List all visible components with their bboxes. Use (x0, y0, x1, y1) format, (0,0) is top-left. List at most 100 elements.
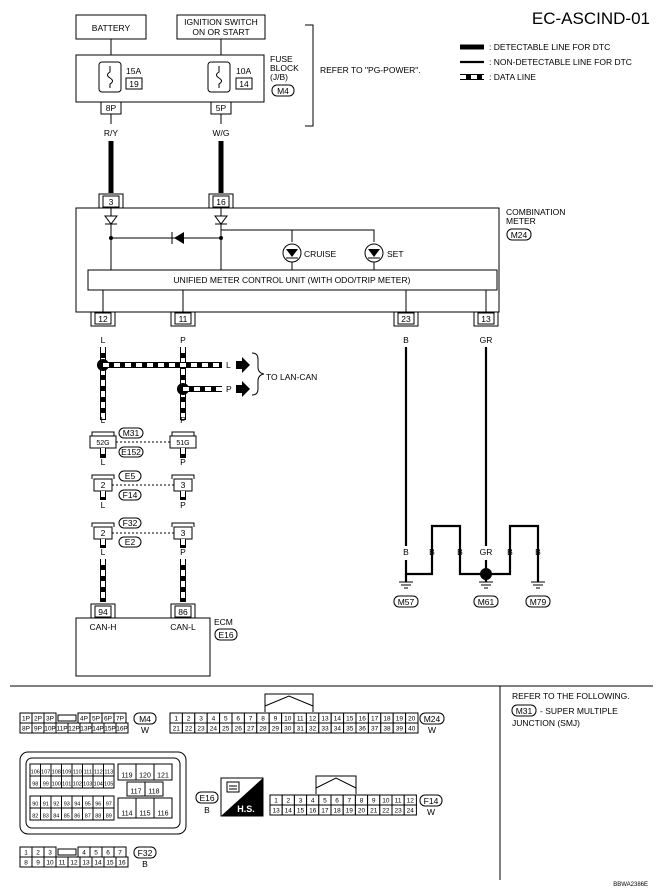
unified-meter-label: UNIFIED METER CONTROL UNIT (WITH ODO/TRI… (174, 275, 411, 285)
ground-m61: M61 (478, 597, 495, 607)
conn-m4-pin: 4P (80, 716, 88, 723)
lan-arrow-l-icon (236, 357, 250, 373)
conn-m24-pin: 2 (187, 716, 191, 723)
refer-line3: JUNCTION (SMJ) (512, 718, 580, 728)
conn-f14-pin: 19 (346, 808, 354, 815)
conn-f14-pin: 24 (407, 808, 415, 815)
fuse-block-label-3: (J/B) (270, 72, 288, 82)
conn-m24-pin: 7 (249, 716, 253, 723)
refer-line1: REFER TO THE FOLLOWING. (512, 691, 630, 701)
conn-e16-pin: 108 (52, 770, 61, 776)
unified-meter-unit (87, 269, 498, 291)
conn-f32-pin: 3 (48, 850, 52, 857)
refer-pg-power: REFER TO "PG-POWER". (320, 65, 421, 75)
conn-f32-pin: 9 (36, 860, 40, 867)
conn-f14-pin: 11 (395, 798, 402, 805)
conn-m4-pin: 14P (92, 726, 104, 733)
wire-color-canl-3: P (180, 457, 186, 467)
conn-e16-pin: 97 (106, 802, 112, 808)
lan-arrow-p: P (226, 384, 232, 394)
conn-e16-pin: 98 (32, 782, 38, 788)
ecm-pin-l: 86 (178, 607, 188, 617)
wire-color-canl-1: P (180, 335, 186, 345)
conn-m4-pin: 12P (68, 726, 80, 733)
conn-f32-pin: 8 (24, 860, 28, 867)
conn-m4-pin: 10P (44, 726, 56, 733)
conn-f14-pin: 23 (394, 808, 402, 815)
set-label: SET (387, 249, 404, 259)
meter-pin-canh: 12 (98, 314, 108, 324)
ecm-can-h: CAN-H (90, 622, 117, 632)
joint1-pin-l: 3 (181, 480, 186, 490)
conn-e16-pin: 96 (95, 802, 101, 808)
conn-e16-pin: 92 (53, 802, 59, 808)
conn-f14-pin: 8 (360, 798, 364, 805)
conn-m24-pin: 24 (210, 726, 218, 733)
wire-color-gnd2: GR (480, 335, 493, 345)
conn-e16-pin: 105 (104, 782, 113, 788)
legend: : DETECTABLE LINE FOR DTC : NON-DETECTAB… (460, 42, 632, 82)
conn-f32-pin: 12 (70, 860, 78, 867)
conn-f32-pin: 11 (59, 860, 66, 867)
conn-m24-pin: 9 (274, 716, 278, 723)
conn-e16-pin: 89 (106, 814, 112, 820)
conn-m24-pin: 31 (297, 726, 305, 733)
wire-color-canh-1: L (101, 335, 106, 345)
battery-box (75, 14, 147, 40)
conn-m24-pin: 37 (371, 726, 379, 733)
conn-e16-pin: 109 (62, 770, 71, 776)
e16-id: E16 (199, 793, 214, 803)
conn-e16-pin: 119 (121, 773, 132, 780)
conn-f14-pin: 4 (311, 798, 315, 805)
conn-e16-pin: 107 (41, 770, 50, 776)
conn-m4-pin: 5P (92, 716, 100, 723)
conn-m24-pin: 25 (222, 726, 230, 733)
conn-m24-pin: 40 (408, 726, 416, 733)
wire-color-canh-4: L (101, 500, 106, 510)
fuse1-amp: 15A (126, 66, 141, 76)
ground-symbol-3 (531, 581, 545, 589)
m24-id: M24 (424, 714, 441, 724)
conn-f14-pin: 2 (286, 798, 290, 805)
conn-e16-pin: 116 (157, 811, 168, 818)
ground-symbol-2 (479, 581, 493, 589)
conn-f32-pin: 16 (118, 860, 126, 867)
conn-m24-pin: 20 (408, 716, 416, 723)
f14-color: W (427, 807, 435, 817)
conn-e16-pin: 104 (94, 782, 103, 788)
m4-color: W (141, 725, 149, 735)
conn-e16-pin: 114 (121, 811, 132, 818)
conn-f32-pin: 7 (118, 850, 122, 857)
fuse1-num: 19 (129, 79, 139, 89)
conn-m24-pin: 18 (383, 716, 391, 723)
legend-ndtc: : NON-DETECTABLE LINE FOR DTC (489, 57, 632, 67)
conn-m4-pin: 16P (116, 726, 128, 733)
conn-f14-pin: 13 (272, 808, 280, 815)
conn-f14-pin: 20 (358, 808, 366, 815)
conn-e16-pin: 90 (32, 802, 38, 808)
joint2-conn-a: F32 (123, 518, 138, 528)
conn-e16-pin: 113 (104, 770, 113, 776)
wire-color-ignition: W/G (213, 128, 230, 138)
conn-e16-pin: 103 (83, 782, 92, 788)
joint1-conn-a: E5 (125, 471, 136, 481)
conn-m24-pin: 15 (346, 716, 354, 723)
conn-e16-pin: 101 (62, 782, 71, 788)
wire-color-canl-2: P (180, 415, 186, 425)
conn-e16-pin: 85 (64, 814, 70, 820)
conn-e16-pin: 120 (139, 773, 151, 780)
ecm-can-l: CAN-L (170, 622, 196, 632)
conn-e16-pin: 84 (53, 814, 59, 820)
fuse-1 (98, 61, 122, 93)
conn-m24-pin: 3 (199, 716, 203, 723)
conn-m4-pin: 9P (34, 726, 42, 733)
conn-f32-pin: 1 (24, 850, 28, 857)
conn-f32-pin: 13 (82, 860, 90, 867)
figure-code: BBWA2386E (613, 882, 648, 888)
conn-f32-pin: 4 (82, 850, 86, 857)
conn-m24-pin: 33 (321, 726, 329, 733)
meter-label-1: COMBINATION (506, 207, 565, 217)
ecm-label: ECM (214, 617, 233, 627)
hs-icon: H.S. (220, 777, 264, 817)
